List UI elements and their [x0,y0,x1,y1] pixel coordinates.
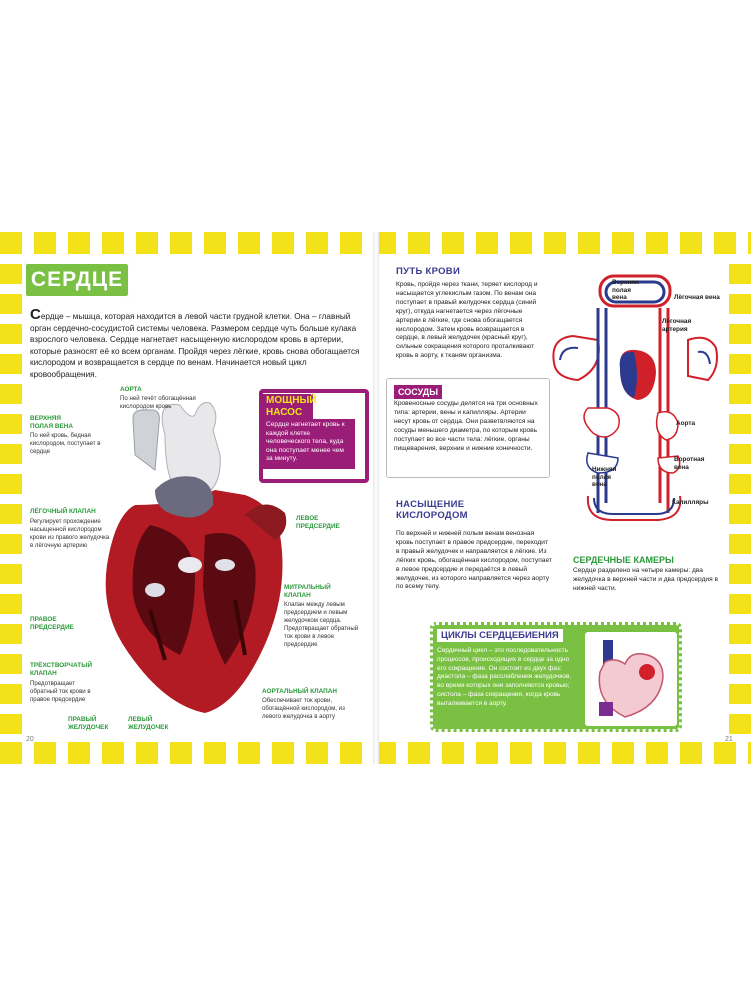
intro-body: ердце – мышца, которая находится в левой… [30,312,360,379]
right-dashed-border [729,254,751,742]
cycle-illustration [585,632,677,726]
label-right-ventricle: ПРАВЫЙ ЖЕЛУДОЧЕК [68,716,109,731]
dropcap: С [30,306,41,323]
diagram-label-aorta: Аорта [676,420,696,427]
label-tricuspid: ТРЁХСТВОРЧАТЫЙ КЛАПАН [30,662,93,677]
diagram-label-pulm-artery: Лёгочная артерия [662,318,692,333]
saturation-title: НАСЫЩЕНИЕ КИСЛОРОДОМ [396,499,468,521]
chambers-title: СЕРДЕЧНЫЕ КАМЕРЫ [573,555,674,565]
intro-text: Сердце – мышца, которая находится в лево… [30,306,360,381]
label-aorta: АОРТА [120,386,142,393]
circulation-diagram [552,274,718,521]
saturation-text: По верхней и нижней полым венам венозная… [396,530,552,591]
label-svc: ВЕРХНЯЯ ПОЛАЯ ВЕНА [30,415,73,430]
pump-text: Сердце нагнетает кровь к каждой клетке ч… [263,419,355,469]
page-number-left: 20 [26,736,34,743]
chambers-text: Сердце разделено на четыре камеры: два ж… [573,567,719,592]
label-left-ventricle: ЛЕВЫЙ ЖЕЛУДОЧЕК [128,716,169,731]
cycle-title: ЦИКЛЫ СЕРДЦЕБИЕНИЯ [437,629,563,642]
note-aortic-valve: Обеспечивает ток крови, обогащённой кисл… [262,697,345,720]
heart-illustration [105,402,287,713]
blood-path-text: Кровь, пройдя через ткани, теряет кислор… [396,281,538,360]
page-title: СЕРДЦЕ [24,262,130,298]
blood-path-title: ПУТЬ КРОВИ [396,266,461,277]
vessels-box [386,378,550,478]
note-pulm-valve: Регулирует прохождение насыщенной кислор… [30,518,110,549]
vessels-title: СОСУДЫ [394,385,443,399]
small-heart-icon [598,640,664,718]
label-mitral: МИТРАЛЬНЫЙ КЛАПАН [284,584,331,599]
vessels-text: Кровеносные сосуды делятся на три основн… [394,400,538,452]
diagram-label-ivc: Нижняя полая вена [592,466,617,489]
label-right-atrium: ПРАВОЕ ПРЕДСЕРДИЕ [30,616,74,631]
page-number-right: 21 [725,736,733,743]
left-dashed-border [0,254,22,742]
note-mitral: Клапан между левым предсердием и левым ж… [284,601,359,648]
diagram-label-capillaries: Капилляры [672,499,709,506]
diagram-label-portal-vein: Воротная вена [674,456,705,471]
diagram-label-pulm-vein: Лёгочная вена [674,294,720,301]
book-gutter [373,232,379,764]
label-pulm-valve: ЛЁГОЧНЫЙ КЛАПАН [30,508,96,515]
cycle-text: Сердечный цикл – это последовательность … [437,647,572,707]
label-aortic-valve: АОРТАЛЬНЫЙ КЛАПАН [262,688,337,695]
diagram-label-svc: Верхняя полая вена [612,279,639,302]
label-left-atrium: ЛЕВОЕ ПРЕДСЕРДИЕ [296,515,340,530]
note-aorta: По ней течёт обогащённая кислородом кров… [120,395,196,410]
note-svc: По ней кровь, бедная кислородом, поступа… [30,432,101,455]
note-tricuspid: Предотвращает обратный ток крови в право… [30,680,91,703]
pump-title: МОЩНЫЙ НАСОС [263,394,317,420]
